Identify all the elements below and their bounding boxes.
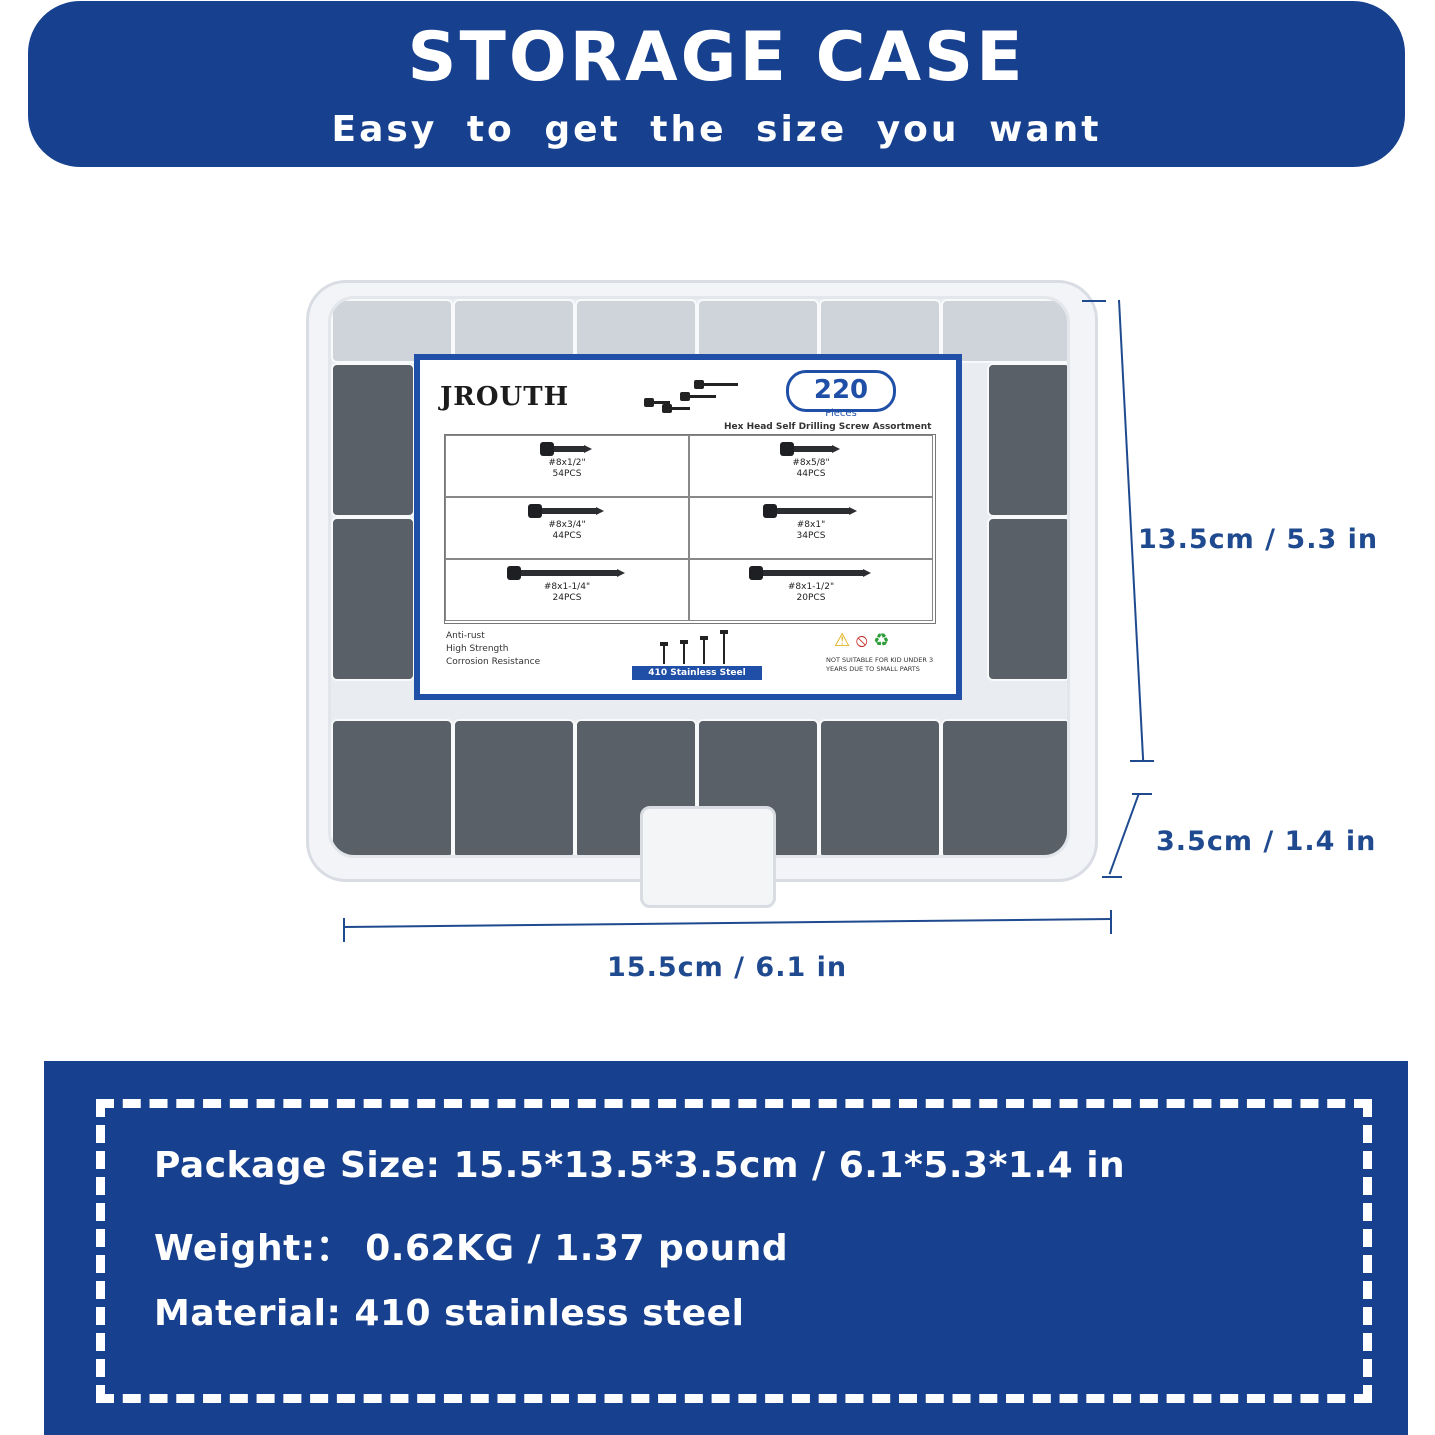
material-badge: 410 Stainless Steel — [632, 666, 762, 680]
width-tick-right — [1110, 910, 1112, 934]
weight-text: Weight:： 0.62KG / 1.37 pound — [154, 1228, 789, 1269]
size-label: #8x1-1/2" — [787, 582, 835, 592]
no-children-icon: ⦸ — [855, 630, 868, 651]
feature-list: Anti-rust High Strength Corrosion Resist… — [446, 630, 540, 669]
size-qty: 54PCS — [552, 469, 582, 479]
size-qty: 24PCS — [552, 593, 582, 603]
size-label: #8x5/8" — [792, 458, 830, 468]
size-qty: 34PCS — [796, 531, 826, 541]
size-label: #8x1" — [796, 520, 826, 530]
storage-box-image: JROUTH 220 Pieces Hex Head Self Drilling… — [300, 276, 1100, 908]
width-tick-left — [343, 918, 345, 942]
brand-logo: JROUTH — [440, 382, 570, 412]
feature-item: High Strength — [446, 644, 509, 654]
size-label: #8x1/2" — [548, 458, 586, 468]
warning-icon: ⚠ — [834, 630, 851, 651]
size-cell: #8x1/2" 54PCS — [445, 435, 689, 497]
page-title: STORAGE CASE — [407, 18, 1026, 97]
warning-icons: ⚠ ⦸ ♻ — [834, 630, 890, 651]
size-qty: 20PCS — [796, 593, 826, 603]
depth-tick-top — [1132, 793, 1152, 795]
size-qty: 44PCS — [796, 469, 826, 479]
size-cell: #8x1-1/2" 20PCS — [689, 559, 933, 621]
size-cell: #8x1-1/4" 24PCS — [445, 559, 689, 621]
warning-text: NOT SUITABLE FOR KID UNDER 3 YEARS DUE T… — [826, 656, 934, 673]
page-subtitle: Easy to get the size you want — [331, 109, 1102, 150]
size-qty: 44PCS — [552, 531, 582, 541]
label-subtitle: Hex Head Self Drilling Screw Assortment — [724, 422, 932, 432]
feature-item: Corrosion Resistance — [446, 657, 541, 667]
product-label: JROUTH 220 Pieces Hex Head Self Drilling… — [414, 354, 962, 700]
size-cell: #8x1" 34PCS — [689, 497, 933, 559]
depth-tick-bottom — [1102, 876, 1122, 878]
spec-dashed-frame — [96, 1099, 1372, 1403]
width-dimension-label: 15.5cm / 6.1 in — [607, 952, 848, 983]
size-label: #8x1-1/4" — [543, 582, 591, 592]
material-text: Material: 410 stainless steel — [154, 1293, 745, 1334]
box-latch — [640, 806, 776, 908]
size-cell: #8x5/8" 44PCS — [689, 435, 933, 497]
recycle-icon: ♻ — [873, 630, 890, 651]
screws-row-icon — [660, 630, 728, 664]
depth-dimension-label: 3.5cm / 1.4 in — [1156, 826, 1377, 857]
package-size-text: Package Size: 15.5*13.5*3.5cm / 6.1*5.3*… — [154, 1145, 1126, 1186]
pieces-label: Pieces — [825, 408, 857, 419]
pieces-count-badge: 220 — [786, 370, 896, 412]
spec-panel: Package Size: 15.5*13.5*3.5cm / 6.1*5.3*… — [44, 1061, 1408, 1435]
size-cell: #8x3/4" 44PCS — [445, 497, 689, 559]
screws-icon — [644, 380, 738, 413]
size-grid: #8x1/2" 54PCS #8x5/8" 44PCS #8x3/4" 44PC… — [444, 434, 936, 624]
feature-item: Anti-rust — [446, 631, 485, 641]
size-label: #8x3/4" — [548, 520, 586, 530]
height-dimension-label: 13.5cm / 5.3 in — [1138, 524, 1379, 555]
height-tick-top — [1082, 300, 1106, 302]
header-banner: STORAGE CASE Easy to get the size you wa… — [28, 1, 1405, 167]
width-dimension-line — [344, 917, 1112, 928]
depth-dimension-line — [1108, 793, 1140, 875]
height-tick-bottom — [1130, 760, 1154, 762]
